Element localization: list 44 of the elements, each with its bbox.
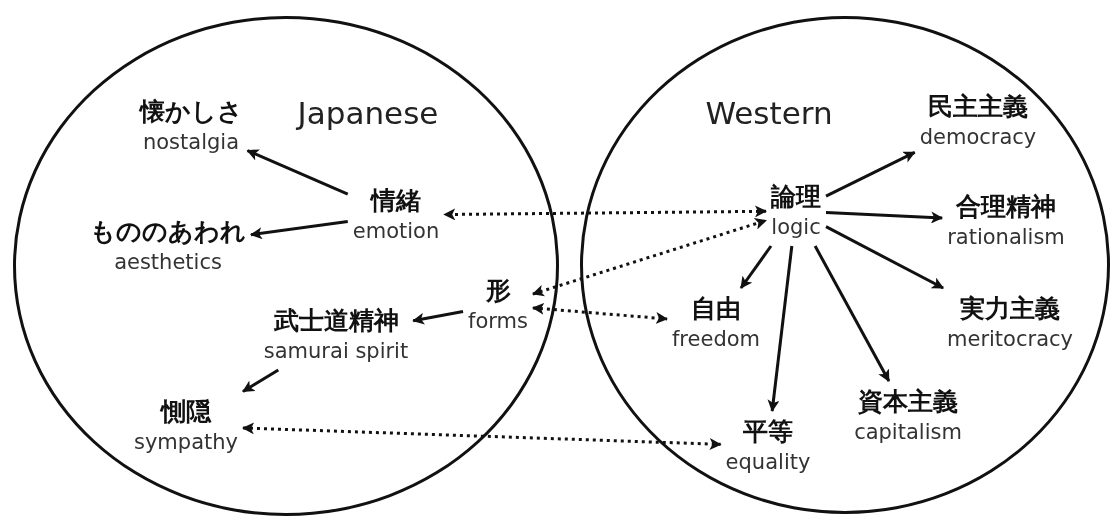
translation-label: nostalgia bbox=[142, 129, 240, 156]
term-label: 民主主義 bbox=[928, 91, 1028, 123]
translation-label: equality bbox=[725, 449, 811, 476]
dotted-arrow bbox=[242, 422, 722, 450]
arrow bbox=[825, 210, 944, 224]
arrow bbox=[246, 149, 349, 196]
arrow bbox=[412, 310, 464, 325]
term-label: 実力主義 bbox=[960, 293, 1060, 325]
dotted-arrow bbox=[443, 205, 767, 221]
arrow bbox=[767, 245, 794, 412]
arrow bbox=[250, 220, 348, 240]
translation-label: sympathy bbox=[134, 429, 238, 456]
term-label: 形 bbox=[485, 275, 511, 307]
arrow bbox=[813, 245, 891, 382]
term-label: 論理 bbox=[771, 181, 821, 213]
translation-label: emotion bbox=[352, 218, 440, 245]
translation-label: aesthetics bbox=[114, 249, 222, 276]
arrow bbox=[242, 368, 280, 393]
term-label: 自由 bbox=[691, 293, 741, 325]
dotted-arrow bbox=[532, 218, 767, 297]
circle-outline bbox=[580, 16, 1110, 514]
translation-label: forms bbox=[468, 308, 528, 335]
circle-heading: Western bbox=[705, 95, 833, 131]
arrow bbox=[825, 150, 916, 198]
arrow bbox=[739, 245, 773, 289]
circle-outline bbox=[13, 16, 559, 516]
term-label: 資本主義 bbox=[858, 386, 958, 418]
circle-heading: Japanese bbox=[297, 95, 439, 131]
translation-label: democracy bbox=[919, 124, 1037, 151]
translation-label: samurai spirit bbox=[263, 338, 409, 365]
translation-label: meritocracy bbox=[947, 326, 1073, 353]
arrow bbox=[825, 225, 944, 290]
translation-label: capitalism bbox=[854, 419, 962, 446]
term-label: 惻隠 bbox=[161, 396, 211, 428]
dotted-arrow bbox=[531, 302, 668, 325]
term-label: 合理精神 bbox=[956, 191, 1056, 223]
term-label: 懐かしさ bbox=[139, 96, 243, 128]
translation-label: logic bbox=[771, 214, 821, 241]
translation-label: freedom bbox=[672, 326, 760, 353]
term-label: 情緒 bbox=[371, 185, 421, 217]
term-label: 武士道精神 bbox=[273, 305, 399, 337]
term-label: 平等 bbox=[743, 416, 793, 448]
translation-label: rationalism bbox=[947, 224, 1065, 251]
term-label: もののあわれ bbox=[90, 216, 246, 248]
